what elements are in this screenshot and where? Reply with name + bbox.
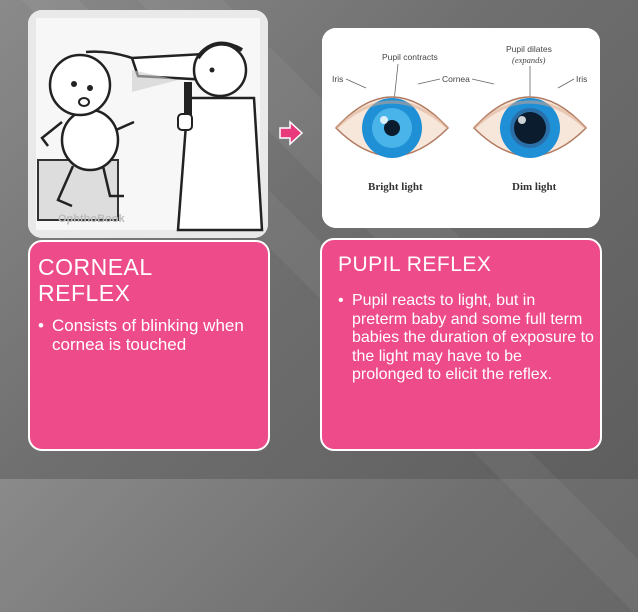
- corneal-reflex-bullet: • Consists of blinking when cornea is to…: [38, 316, 264, 354]
- dim-light-label: Dim light: [512, 181, 557, 193]
- bright-light-eye: [334, 96, 450, 158]
- leader-line: [345, 78, 367, 89]
- pupil-reflex-card: PUPIL REFLEX • Pupil reacts to light, bu…: [320, 238, 602, 451]
- doctor-baby-illustration: OphthoBook: [28, 10, 268, 238]
- leader-line: [471, 78, 495, 85]
- cornea-label: Cornea: [442, 74, 470, 84]
- eye-diagram: Pupil contracts Pupil dilates (expands) …: [322, 28, 600, 228]
- dim-light-eye: [472, 96, 588, 158]
- corneal-reflex-title-line1: CORNEAL: [38, 254, 153, 280]
- watermark-label: OphthoBook: [58, 213, 125, 225]
- right-arrow-icon: [279, 120, 304, 146]
- corneal-reflex-illustration: OphthoBook: [28, 10, 268, 238]
- pupil-dilates-label: Pupil dilates: [506, 44, 552, 54]
- pupil-reflex-bullet-text: Pupil reacts to light, but in preterm ba…: [352, 292, 594, 383]
- iris-left-label: Iris: [332, 74, 343, 84]
- leader-line: [557, 78, 575, 89]
- pupil-reflex-diagram: Pupil contracts Pupil dilates (expands) …: [322, 28, 600, 228]
- iris-right-label: Iris: [576, 74, 587, 84]
- corneal-reflex-bullet-text: Consists of blinking when cornea is touc…: [52, 316, 244, 354]
- corneal-reflex-card: CORNEAL REFLEX • Consists of blinking wh…: [28, 240, 270, 451]
- leader-line: [417, 78, 441, 85]
- bullet-dot: •: [338, 292, 344, 309]
- expands-label: (expands): [512, 55, 546, 65]
- bright-light-label: Bright light: [368, 181, 423, 193]
- bullet-dot: •: [38, 316, 44, 335]
- corneal-reflex-title-line2: REFLEX: [38, 280, 131, 306]
- pupil-reflex-bullet: • Pupil reacts to light, but in preterm …: [338, 292, 594, 385]
- pupil-reflex-title: PUPIL REFLEX: [338, 253, 492, 276]
- pupil-contracts-label: Pupil contracts: [382, 52, 438, 62]
